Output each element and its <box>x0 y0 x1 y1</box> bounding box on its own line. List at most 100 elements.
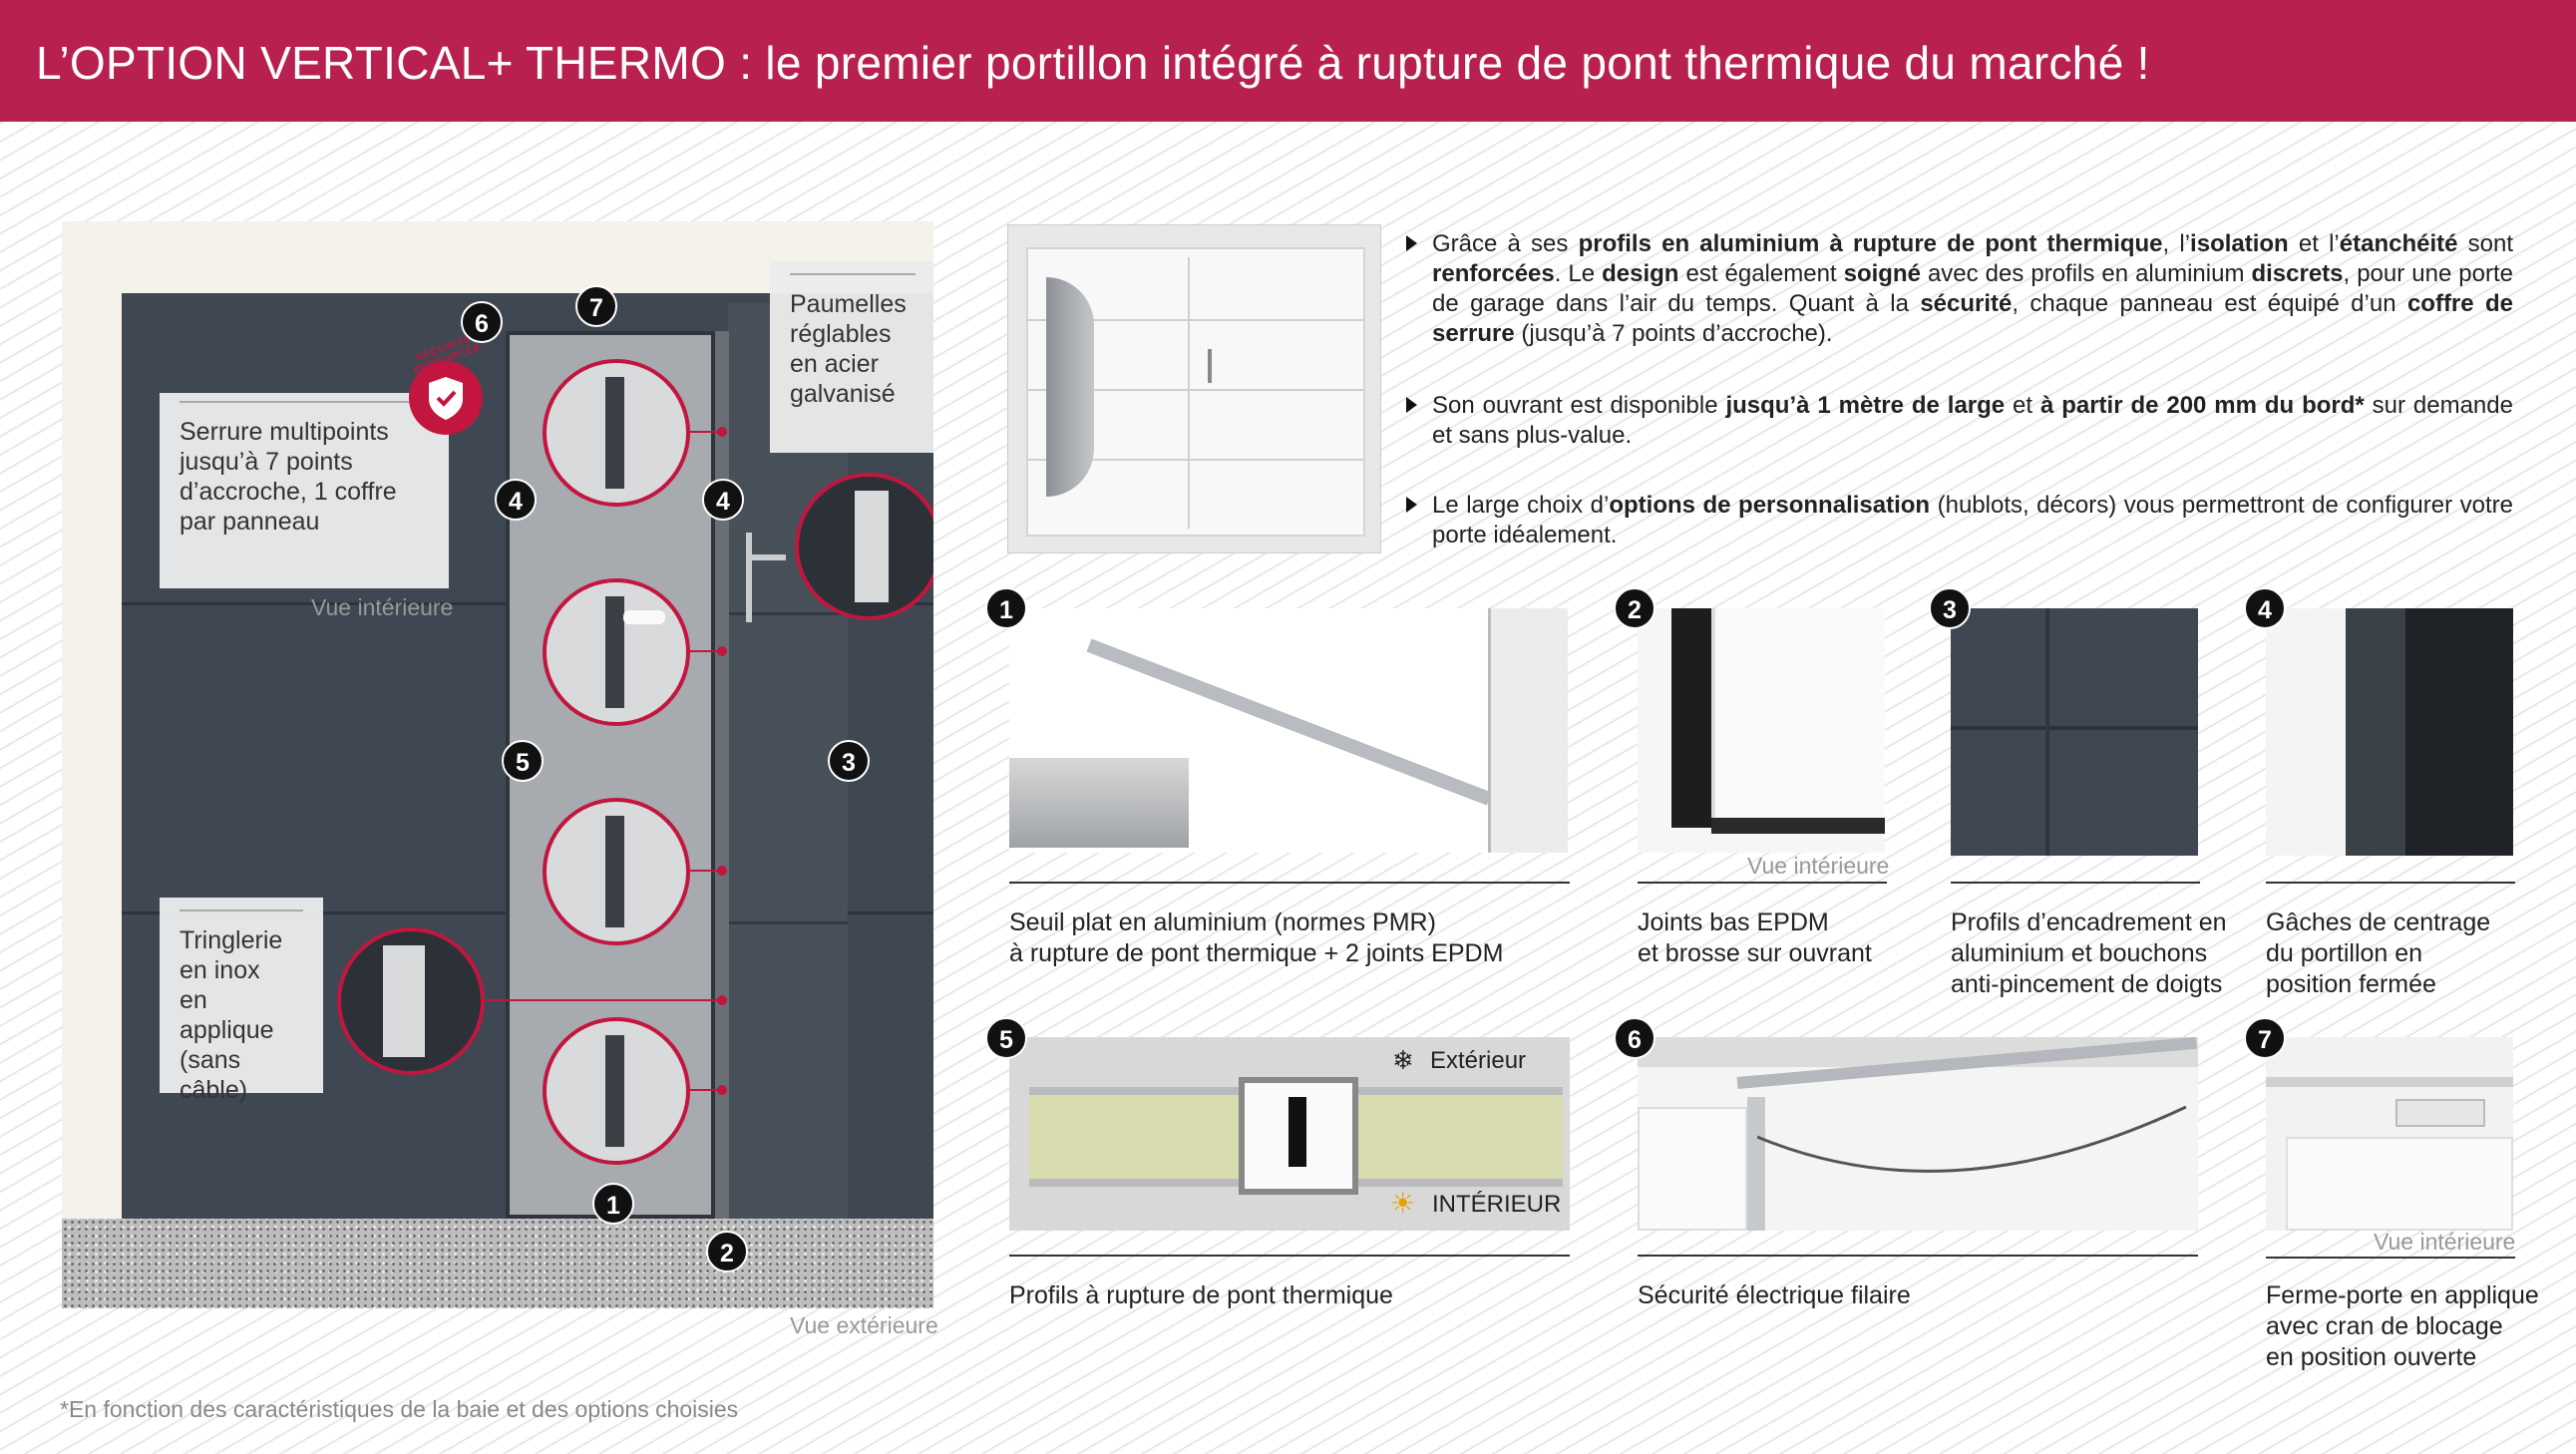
callout-line: par panneau <box>180 508 320 536</box>
intro-paragraph-3: Le large choix d’options de personnalisa… <box>1432 492 2513 548</box>
marker-5: 5 <box>502 740 544 782</box>
pointer-line <box>690 650 722 652</box>
lock-zoom-3 <box>543 798 690 945</box>
feature-3-number: 3 <box>1929 587 1971 629</box>
label-exterieur: Extérieur <box>1430 1047 1527 1074</box>
feature-1-caption: Seuil plat en aluminium (normes PMR)à ru… <box>1009 909 1504 967</box>
caption-rule <box>1638 1255 2198 1257</box>
caption-rule <box>2266 1257 2515 1259</box>
marker-2: 2 <box>706 1231 748 1272</box>
pointer-line <box>690 1089 722 1091</box>
bullet-arrow <box>1406 497 1417 513</box>
vue-interieure-label: Vue intérieure <box>311 594 454 620</box>
panel-seam <box>1951 726 2198 730</box>
safety-cable <box>1757 1105 2187 1173</box>
door-frame <box>1026 247 1365 537</box>
callout-line: d’accroche, 1 coffre <box>180 478 397 506</box>
feature-5-caption: Profils à rupture de pont thermique <box>1009 1281 1393 1309</box>
sun-icon: ☀ <box>1390 1188 1416 1219</box>
feature-7-image <box>2266 1037 2513 1231</box>
feature-5-image <box>1009 1037 1570 1231</box>
callout-line: galvanisé <box>790 380 896 408</box>
lock-zoom-4 <box>543 1017 690 1165</box>
wicket-outline <box>1188 257 1190 529</box>
brush-seal <box>1711 818 1885 834</box>
thermal-break-insert <box>1288 1097 1306 1167</box>
garage-door-photo <box>1007 224 1381 553</box>
thermal-break-profile <box>1239 1077 1358 1195</box>
intro-paragraph-1: Grâce à ses profils en aluminium à ruptu… <box>1432 230 2514 347</box>
page-title: L’OPTION VERTICAL+ THERMO : le premier p… <box>36 37 2150 89</box>
door-panel <box>1638 1107 1747 1231</box>
feature-6-number: 6 <box>1614 1017 1656 1059</box>
caption-rule <box>1951 882 2200 884</box>
caption-rule <box>1009 882 1570 884</box>
door-closer-body <box>2395 1099 2485 1127</box>
feature-3-image <box>1951 608 2198 856</box>
vertical-rail <box>1747 1097 1765 1231</box>
feature-7-note: Vue intérieure <box>2374 1229 2516 1255</box>
feature-7-number: 7 <box>2244 1017 2286 1059</box>
marker-7: 7 <box>575 285 617 327</box>
vue-exterieure-label: Vue extérieure <box>790 1312 938 1338</box>
caption-rule <box>1009 1255 1570 1257</box>
shield-icon <box>429 377 463 420</box>
pointer-dot <box>717 646 727 656</box>
callout-line: en acier <box>790 350 879 378</box>
leaf-seam <box>728 612 848 615</box>
callout-line: jusqu’à 7 points <box>180 448 353 476</box>
callout-rule <box>180 401 429 403</box>
marker-6: 6 <box>461 301 503 343</box>
panel-line <box>1028 389 1363 391</box>
feature-1-image <box>1009 608 1568 853</box>
callout-line: Serrure multipoints <box>180 418 389 446</box>
footnote: *En fonction des caractéristiques de la … <box>60 1396 739 1422</box>
header-banner: L’OPTION VERTICAL+ THERMO : le premier p… <box>0 0 2576 122</box>
porthole-decor <box>1046 277 1094 497</box>
callout-line: Paumelles <box>790 290 907 318</box>
callout-rule <box>790 273 916 275</box>
security-badge: SÉCURITÉ RENFORCÉE <box>409 334 483 435</box>
callout-line: (sans câble) <box>180 1046 248 1104</box>
pointer-line <box>690 870 722 872</box>
panel-section-left <box>1029 1087 1259 1187</box>
label-interieur: INTÉRIEUR <box>1432 1191 1562 1218</box>
callout-paumelles: Paumelles réglables en acier galvanisé <box>770 261 933 453</box>
bullet-arrow <box>1406 235 1417 251</box>
feature-1-number: 1 <box>985 587 1027 629</box>
pointer-line <box>485 999 722 1001</box>
callout-line: réglables <box>790 320 892 348</box>
door-handle <box>746 533 752 622</box>
door-header <box>2266 1077 2513 1087</box>
callout-tringlerie: Tringlerie en inox en applique (sans câb… <box>160 898 323 1104</box>
feature-6-caption: Sécurité électrique filaire <box>1638 1281 1911 1309</box>
panel-line <box>1028 459 1363 461</box>
lock-zoom-1 <box>543 359 690 507</box>
caption-rule <box>2266 882 2515 884</box>
seal-profile <box>1671 608 1711 828</box>
intro-paragraph-2: Son ouvrant est disponible jusqu’à 1 mèt… <box>1432 392 2513 449</box>
pointer-dot <box>717 866 727 876</box>
marker-4b: 4 <box>702 479 744 521</box>
feature-6-image <box>1638 1037 2198 1231</box>
panel-line <box>1028 319 1363 321</box>
feature-5-number: 5 <box>985 1017 1027 1059</box>
feature-2-image <box>1638 608 1885 853</box>
feature-4-image <box>2266 608 2513 856</box>
pointer-dot <box>717 995 727 1005</box>
snowflake-icon: ❄ <box>1392 1045 1414 1075</box>
pointer-dot <box>717 427 727 437</box>
gravel-ground <box>62 1219 933 1308</box>
callout-serrure: Serrure multipoints jusqu’à 7 points d’a… <box>160 393 449 588</box>
feature-4-number: 4 <box>2244 587 2286 629</box>
feature-2-note: Vue intérieure <box>1747 853 1890 879</box>
door-handle-lever <box>746 554 786 560</box>
door-illustration: Serrure multipoints jusqu’à 7 points d’a… <box>62 221 933 1308</box>
pointer-dot <box>717 1085 727 1095</box>
hinge-zoom <box>795 473 933 620</box>
leaf-seam <box>728 921 848 924</box>
